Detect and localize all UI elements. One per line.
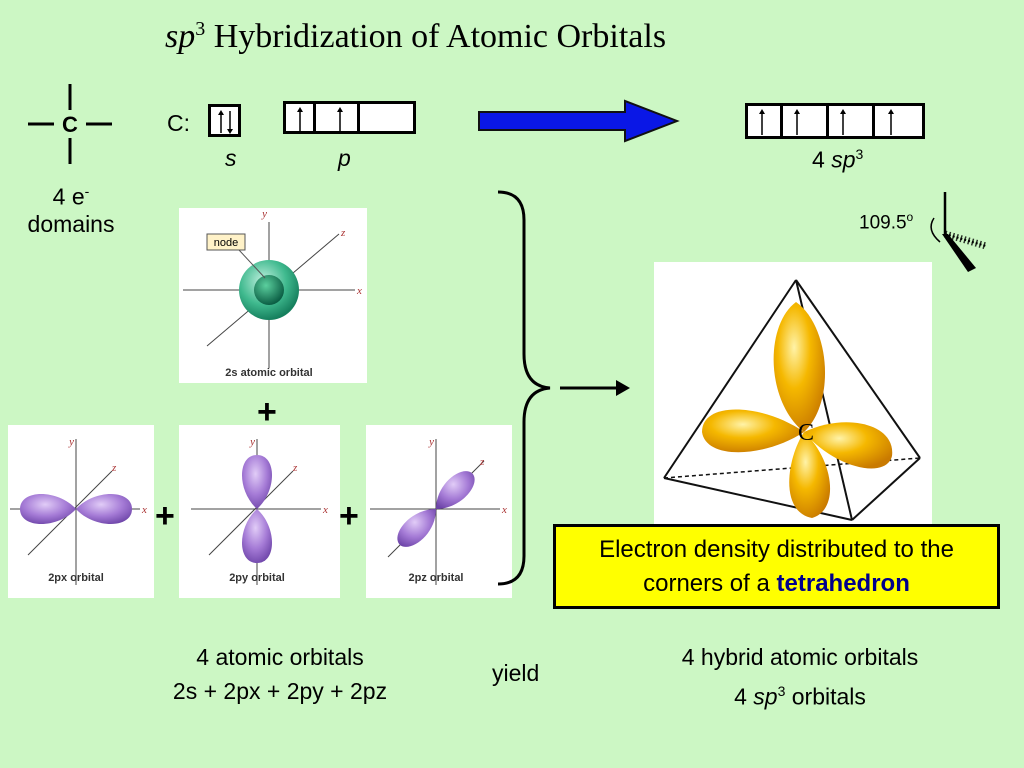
- pz-orbital-panel: y z x 2pz orbital: [366, 425, 512, 598]
- conversion-arrow-icon: [478, 99, 680, 143]
- p-orbital-boxes: [283, 101, 416, 134]
- svg-text:z: z: [340, 227, 346, 239]
- svg-text:z: z: [479, 456, 485, 468]
- svg-text:x: x: [501, 504, 507, 516]
- spin-up-icon: [794, 109, 800, 135]
- s-orbital-caption: 2s atomic orbital: [225, 367, 312, 379]
- px-orbital-panel: y z x 2px orbital: [8, 425, 154, 598]
- yield-label: yield: [492, 660, 540, 686]
- atomic-orbitals-caption: 4 atomic orbitals 2s + 2px + 2py + 2pz: [172, 644, 388, 704]
- tetrahedron-atom-label: C: [798, 420, 814, 446]
- sp3-orbital-boxes: [745, 103, 925, 139]
- plus-sign: +: [339, 497, 359, 535]
- tetrahedron-panel: C: [654, 262, 932, 525]
- spin-up-icon: [297, 107, 303, 131]
- p-label: p: [338, 145, 351, 171]
- svg-text:x: x: [322, 504, 328, 516]
- spin-up-icon: [888, 109, 894, 135]
- svg-text:y: y: [428, 436, 434, 448]
- curly-brace-icon: [497, 190, 630, 586]
- config-label: C:: [167, 110, 190, 136]
- page-title: sp3 Hybridization of Atomic Orbitals: [165, 18, 667, 55]
- s-label: s: [225, 145, 237, 171]
- spin-up-icon: [759, 109, 765, 135]
- svg-text:y: y: [249, 436, 255, 448]
- domains-caption: 4 e- domains: [27, 183, 115, 237]
- spin-up-icon: [337, 107, 343, 131]
- hybrid-orbitals-caption: 4 hybrid atomic orbitals 4 sp3 orbitals: [681, 644, 919, 710]
- sp3-label: 4 sp3: [812, 146, 864, 173]
- pz-orbital-caption: 2pz orbital: [408, 572, 463, 584]
- s-orbital-box: [208, 104, 241, 137]
- svg-text:x: x: [356, 285, 362, 297]
- svg-text:x: x: [141, 504, 147, 516]
- svg-text:y: y: [261, 208, 267, 220]
- lewis-structure: C: [28, 84, 112, 164]
- svg-text:y: y: [68, 436, 74, 448]
- s-orbital-panel: y z x node 2s atomic orbital: [179, 208, 367, 383]
- electron-density-callout: Electron density distributed to the corn…: [553, 524, 1000, 609]
- node-label: node: [214, 237, 238, 249]
- spin-up-icon: [840, 109, 846, 135]
- bond-angle-label: 109.5o: [859, 210, 914, 234]
- svg-text:z: z: [292, 462, 298, 474]
- plus-sign: +: [257, 393, 277, 431]
- plus-sign: +: [155, 497, 175, 535]
- svg-text:z: z: [111, 462, 117, 474]
- px-orbital-caption: 2px orbital: [48, 572, 104, 584]
- py-orbital-caption: 2py orbital: [229, 572, 285, 584]
- lewis-atom-label: C: [62, 112, 78, 137]
- py-orbital-panel: y z x 2py orbital: [179, 425, 340, 598]
- spin-pair-icon: [218, 110, 233, 134]
